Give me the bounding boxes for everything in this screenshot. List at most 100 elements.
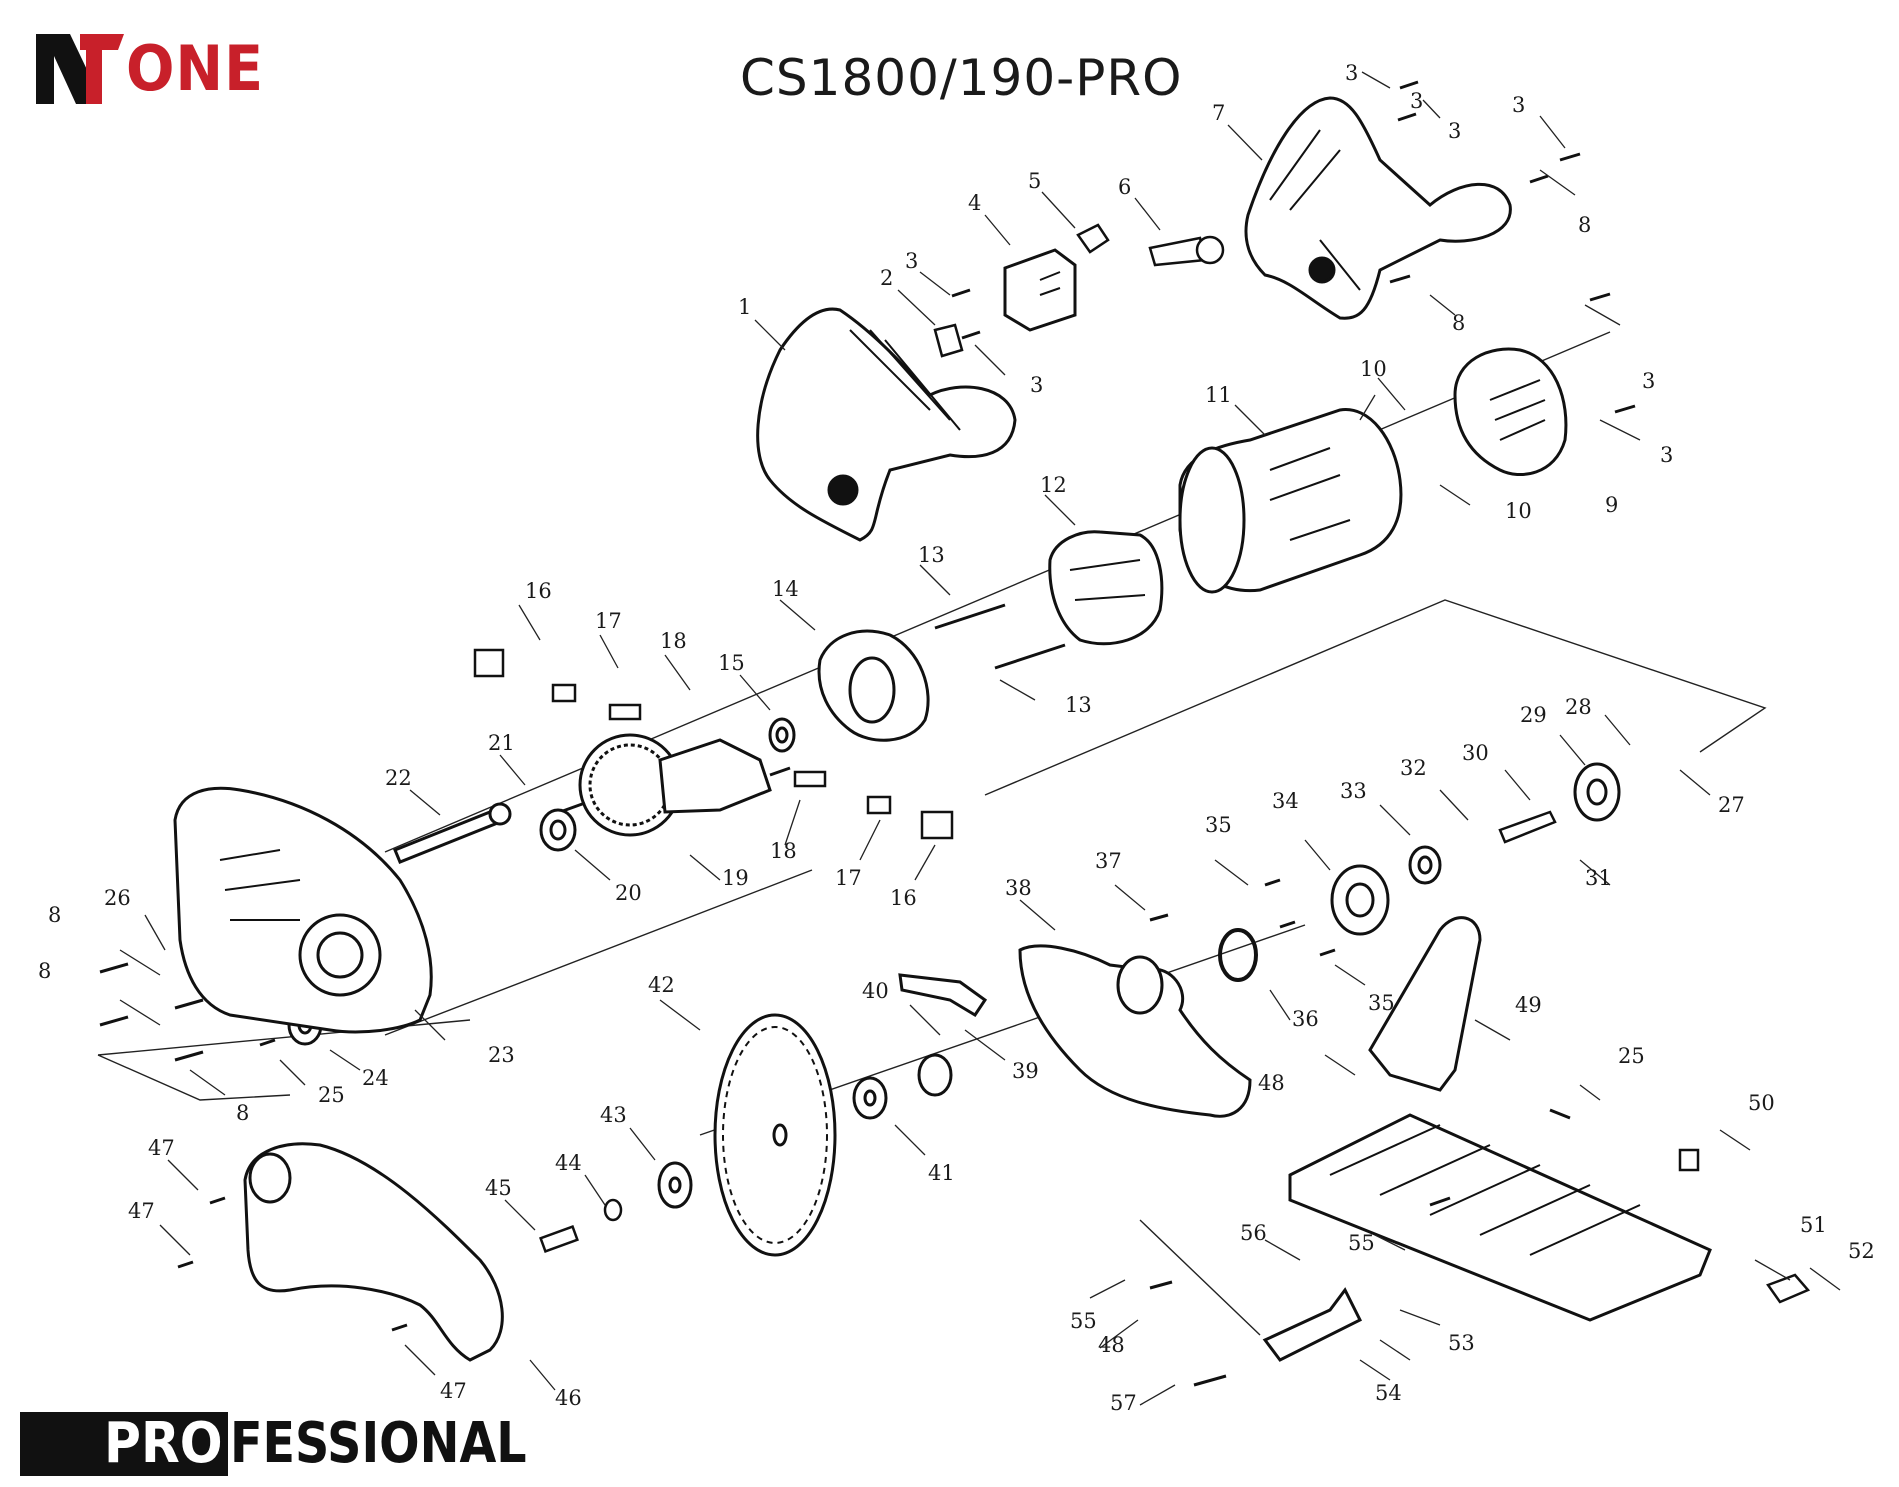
callout-56: 56 bbox=[1240, 1221, 1267, 1245]
part-20-bearing bbox=[539, 808, 577, 852]
callout-30: 30 bbox=[1462, 741, 1489, 765]
callout-8: 8 bbox=[1578, 213, 1591, 237]
callout-48: 48 bbox=[1258, 1071, 1285, 1095]
callout-36: 36 bbox=[1292, 1007, 1319, 1031]
part-54-rip-fence bbox=[1262, 1287, 1363, 1362]
callout-32: 32 bbox=[1400, 756, 1427, 780]
callout-23: 23 bbox=[488, 1043, 515, 1067]
part-18-brush-holder bbox=[608, 703, 827, 788]
callout-54: 54 bbox=[1375, 1381, 1402, 1405]
callout-18: 18 bbox=[660, 629, 687, 653]
callout-1: 1 bbox=[738, 295, 751, 319]
callout-27: 27 bbox=[1718, 793, 1745, 817]
part-50-clamp-lever bbox=[1678, 1148, 1700, 1172]
callout-39: 39 bbox=[1012, 1059, 1039, 1083]
part-42-saw-blade bbox=[713, 1013, 837, 1257]
callout-14: 14 bbox=[772, 577, 799, 601]
callout-55: 55 bbox=[1070, 1309, 1097, 1333]
gear-axis-frame bbox=[984, 599, 1767, 796]
brand-name: ONE bbox=[126, 32, 264, 105]
callout-45: 45 bbox=[485, 1176, 512, 1200]
badge-rest: FESSIONAL bbox=[230, 1411, 527, 1476]
callout-16: 16 bbox=[525, 579, 552, 603]
callout-42: 42 bbox=[648, 973, 675, 997]
part-23-gear-housing bbox=[173, 786, 433, 1034]
callout-34: 34 bbox=[1272, 789, 1299, 813]
part-12-stator bbox=[1048, 530, 1164, 646]
nt-logo-icon bbox=[36, 34, 124, 104]
left-bracket-top bbox=[97, 1019, 471, 1056]
model-title: CS1800/190-PRO bbox=[740, 49, 1183, 107]
callout-8: 8 bbox=[48, 903, 61, 927]
callout-51: 51 bbox=[1800, 1213, 1827, 1237]
callout-3: 3 bbox=[905, 249, 918, 273]
part-38-upper-guard bbox=[1018, 944, 1252, 1118]
callout-50: 50 bbox=[1748, 1091, 1775, 1115]
callout-3: 3 bbox=[1512, 93, 1525, 117]
callout-6: 6 bbox=[1118, 175, 1131, 199]
callout-47: 47 bbox=[440, 1379, 467, 1403]
leader-lines bbox=[119, 71, 1841, 1406]
callout-40: 40 bbox=[862, 979, 889, 1003]
callout-41: 41 bbox=[928, 1161, 955, 1185]
part-29-gear bbox=[1573, 762, 1621, 822]
callout-25: 25 bbox=[318, 1083, 345, 1107]
part-7-handle-right bbox=[1244, 96, 1512, 320]
part-14-brush-plate bbox=[817, 629, 930, 742]
callout-35: 35 bbox=[1205, 813, 1232, 837]
callout-22: 22 bbox=[385, 766, 412, 790]
callout-25: 25 bbox=[1618, 1044, 1645, 1068]
callout-16: 16 bbox=[890, 886, 917, 910]
callout-44: 44 bbox=[555, 1151, 582, 1175]
part-22-spindle bbox=[393, 802, 512, 864]
callout-8: 8 bbox=[1452, 311, 1465, 335]
callout-47: 47 bbox=[128, 1199, 155, 1223]
callout-labels: 1 2 3 3 3 3 3 3 3 3 4 5 6 7 8 8 8 8 8 9 … bbox=[38, 61, 1875, 1415]
badge-block bbox=[20, 1412, 228, 1476]
callout-57: 57 bbox=[1110, 1391, 1137, 1415]
callout-10: 10 bbox=[1360, 357, 1387, 381]
callout-31: 31 bbox=[1585, 866, 1612, 890]
callout-3: 3 bbox=[1030, 373, 1043, 397]
callout-19: 19 bbox=[722, 866, 749, 890]
part-44-washer bbox=[603, 1198, 623, 1222]
lower-axis-line bbox=[384, 869, 813, 1036]
screws bbox=[99, 80, 1636, 1387]
callout-3: 3 bbox=[1410, 89, 1423, 113]
part-45-blade-bolt bbox=[539, 1225, 579, 1253]
callout-55: 55 bbox=[1348, 1231, 1375, 1255]
part-40-washer bbox=[917, 1053, 953, 1097]
professional-badge: PRO FESSIONAL bbox=[20, 1411, 527, 1476]
part-5-switch-button bbox=[1076, 223, 1110, 254]
part-41-inner-flange bbox=[852, 1076, 888, 1120]
callout-4: 4 bbox=[968, 191, 981, 215]
base-axis-line bbox=[1139, 1219, 1261, 1336]
part-33-bearing bbox=[1408, 845, 1442, 885]
callout-3: 3 bbox=[1345, 61, 1358, 85]
part-56-base-plate bbox=[1288, 1113, 1712, 1322]
part-2-switch-clamp bbox=[933, 323, 964, 358]
callout-7: 7 bbox=[1212, 101, 1225, 125]
callout-24: 24 bbox=[362, 1066, 389, 1090]
part-36-seal-ring bbox=[1218, 928, 1258, 982]
callout-48: 48 bbox=[1098, 1333, 1125, 1357]
part-16-brush-cap bbox=[473, 648, 954, 840]
callout-8: 8 bbox=[38, 959, 51, 983]
callout-8: 8 bbox=[236, 1101, 249, 1125]
callout-49: 49 bbox=[1515, 993, 1542, 1017]
callout-35: 35 bbox=[1368, 991, 1395, 1015]
callout-11: 11 bbox=[1205, 383, 1232, 407]
badge-pro: PRO bbox=[104, 1411, 223, 1476]
callout-37: 37 bbox=[1095, 849, 1122, 873]
callout-28: 28 bbox=[1565, 695, 1592, 719]
callout-10: 10 bbox=[1505, 499, 1532, 523]
callout-38: 38 bbox=[1005, 876, 1032, 900]
part-15-bearing bbox=[768, 717, 796, 753]
part-19-armature bbox=[559, 733, 791, 837]
callout-17: 17 bbox=[595, 609, 622, 633]
part-34-bearing-flange bbox=[1330, 864, 1390, 936]
brand-logo: ONE bbox=[36, 30, 276, 106]
part-1-handle-left bbox=[756, 307, 1017, 542]
callout-9: 9 bbox=[1605, 493, 1618, 517]
